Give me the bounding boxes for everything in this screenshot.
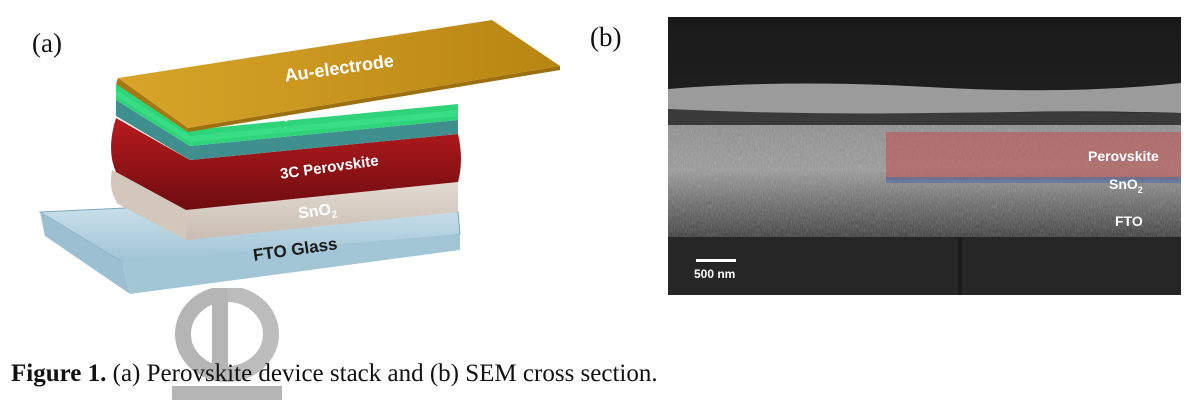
scale-bar-label: 500 nm	[694, 267, 736, 281]
perovskite-layer	[111, 118, 461, 210]
scale-bar	[696, 259, 736, 262]
peai-layer	[116, 100, 458, 160]
device-stack-diagram: FTO Glass SnO2 3C Perovskite PEAI Passiv…	[38, 20, 560, 294]
sno2-layer	[110, 170, 458, 240]
figure-number: Figure 1.	[11, 360, 107, 387]
caption-text: (a) Perovskite device stack and (b) SEM …	[106, 360, 658, 387]
sem-sno2-label: SnO2	[1109, 176, 1143, 195]
watermark-logo	[172, 288, 282, 400]
perovskite-overlay	[886, 132, 1181, 180]
sem-fto-label: FTO	[1115, 213, 1143, 229]
sno2-overlay	[886, 177, 1181, 183]
spiro-layer	[116, 84, 458, 146]
panel-a-label: (a)	[32, 28, 62, 58]
sem-perovskite-label: Perovskite	[1088, 148, 1159, 164]
sem-image: Perovskite SnO2 FTO 500 nm	[668, 17, 1181, 295]
figure-caption: Figure 1. (a) Perovskite device stack an…	[11, 360, 658, 388]
sno2-label: SnO2	[297, 200, 338, 225]
au-electrode-layer	[116, 20, 560, 132]
panel-b-label: (b)	[590, 22, 622, 52]
